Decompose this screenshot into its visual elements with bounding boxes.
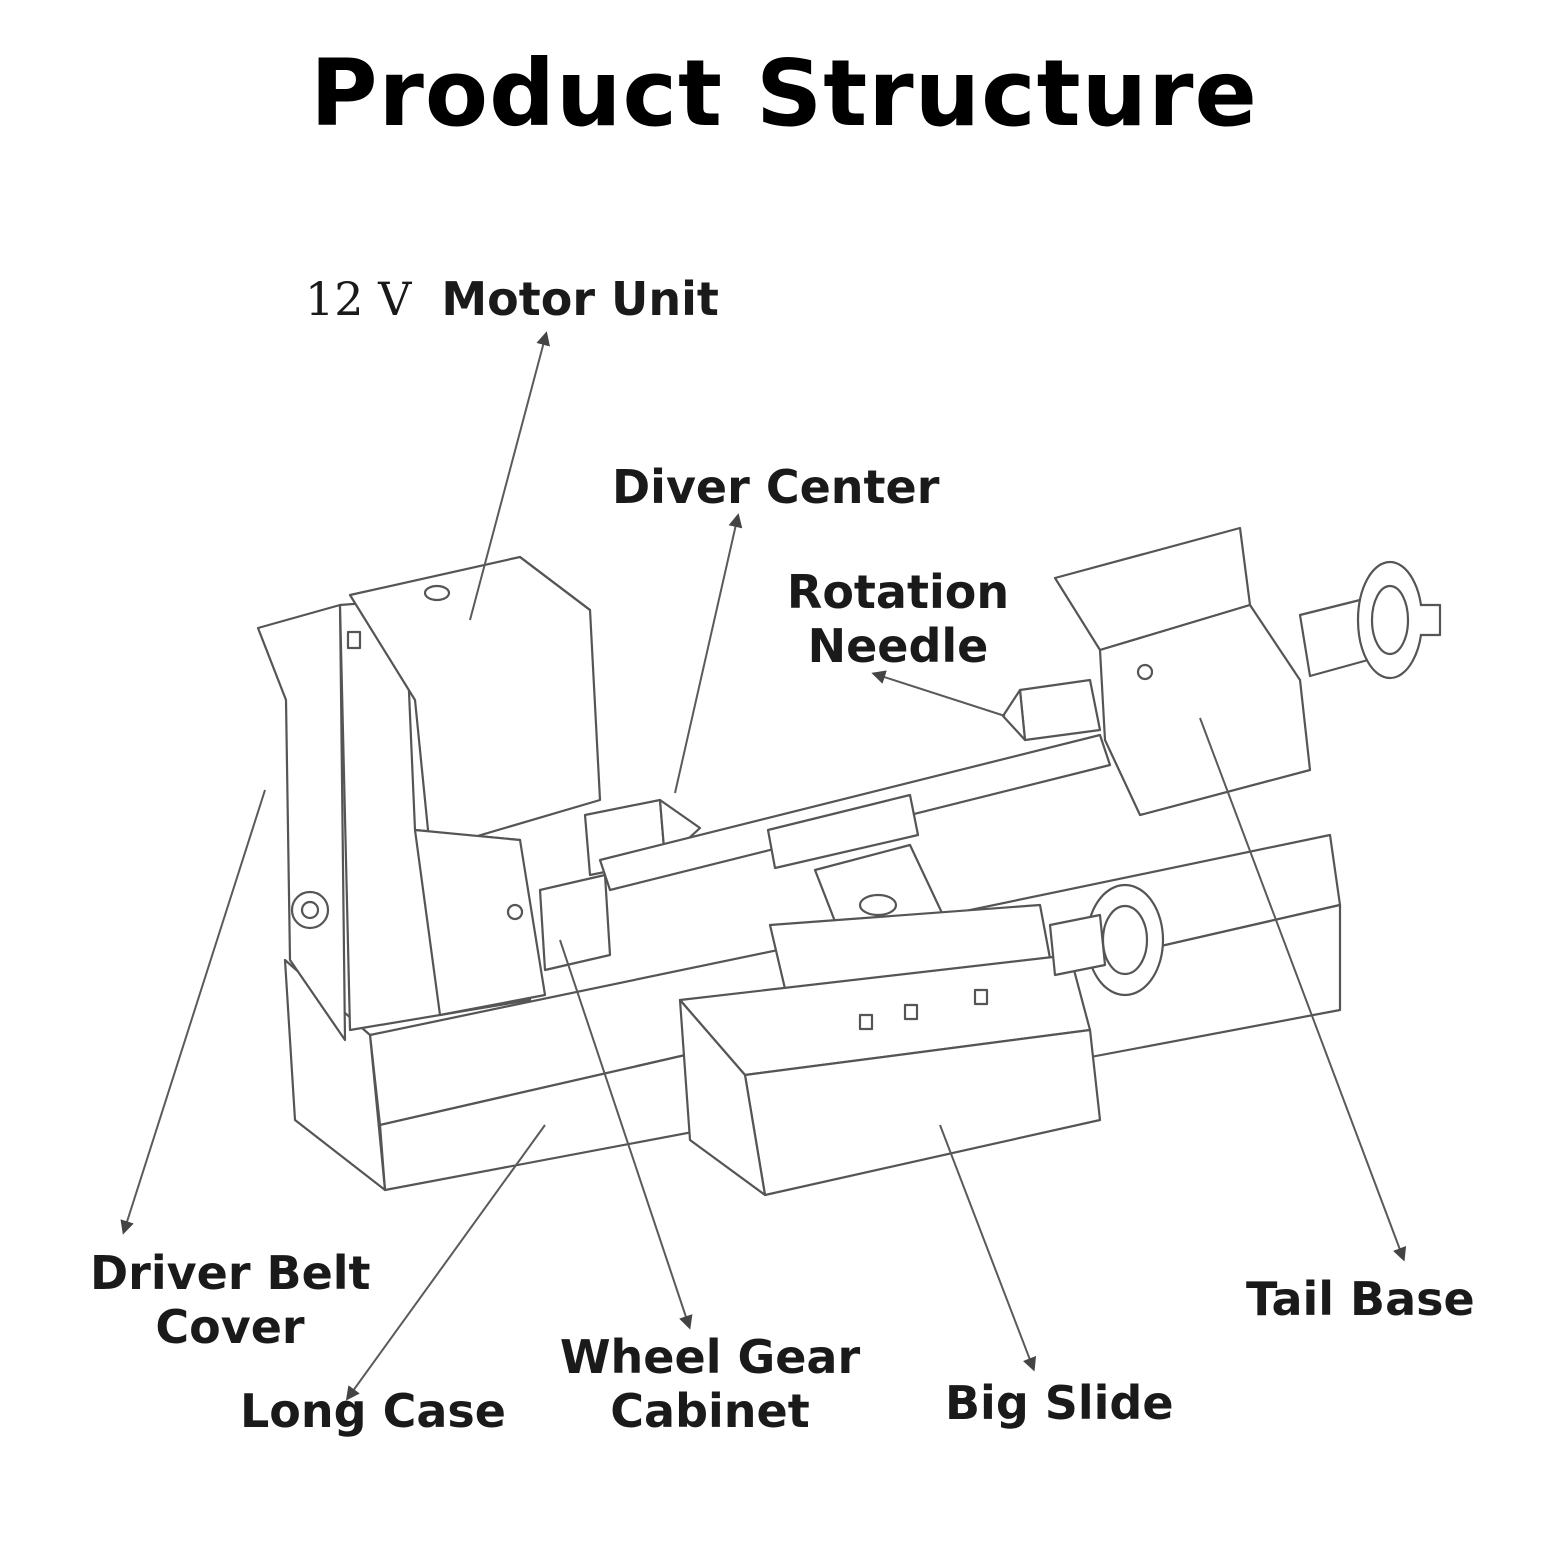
leader-wheel-gear-cabinet [559, 939, 693, 1330]
wheel-gear-cabinet [413, 828, 612, 1017]
leader-diver-center [674, 513, 743, 794]
label-wheel-gear-cabinet: Wheel Gear Cabinet [555, 1330, 865, 1438]
leader-driver-belt-cover [120, 789, 266, 1235]
label-wheel-gear-cabinet-line2: Cabinet [610, 1384, 810, 1438]
label-rotation-needle-line1: Rotation [786, 565, 1010, 619]
label-driver-belt-cover-line2: Cover [155, 1300, 305, 1354]
label-driver-belt-cover: Driver Belt Cover [90, 1246, 371, 1354]
leader-rotation-needle [871, 670, 1006, 717]
page-title: Product Structure [310, 40, 1258, 147]
label-big-slide: Big Slide [945, 1376, 1174, 1430]
leader-long-case [345, 1124, 546, 1401]
leader-tail-base [1199, 717, 1407, 1262]
tail-base [1001, 526, 1370, 817]
label-motor-unit: 12 V Motor Unit [305, 272, 719, 326]
label-tail-base: Tail Base [1246, 1272, 1475, 1326]
cross-slide-handwheel [1048, 883, 1165, 997]
leader-big-slide [939, 1124, 1037, 1372]
label-long-case: Long Case [240, 1384, 506, 1438]
motor-unit [346, 555, 602, 852]
label-wheel-gear-cabinet-line1: Wheel Gear [559, 1330, 861, 1384]
big-slide [678, 903, 1102, 1197]
label-driver-belt-cover-line1: Driver Belt [90, 1246, 371, 1300]
leader-motor-unit [469, 331, 550, 621]
tailstock-handwheel [1356, 560, 1442, 680]
label-rotation-needle-line2: Needle [807, 619, 989, 673]
label-motor-voltage: 12 V [305, 272, 412, 326]
label-rotation-needle: Rotation Needle [778, 565, 1018, 673]
label-motor-name: Motor Unit [441, 272, 719, 326]
label-diver-center: Diver Center [612, 460, 940, 514]
